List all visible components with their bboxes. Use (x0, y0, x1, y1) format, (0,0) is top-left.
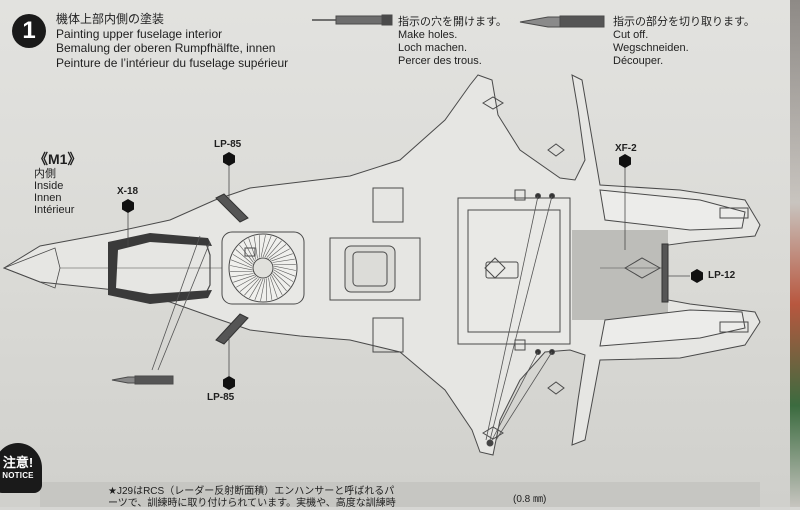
notice-text-line1: ★J29はRCS（レーダー反射断面積）エンハンサーと呼ばれるパ (108, 486, 396, 498)
notice-text: ★J29はRCS（レーダー反射断面積）エンハンサーと呼ばれるパ ーツで、訓練時に… (108, 486, 396, 510)
lift-fan (222, 232, 304, 304)
drill-size: (0.8 ㎜) (513, 490, 546, 505)
marker-lp85-top (223, 152, 235, 200)
nozzle-strip-lp12 (662, 244, 668, 302)
notice-badge: 注意! NOTICE (0, 443, 42, 493)
drill-bit-icon (312, 15, 392, 25)
marker-lp12 (668, 269, 703, 283)
marker-lp85-bottom (223, 336, 235, 390)
aft-shaded-xf2 (572, 230, 668, 320)
hobby-knife-small-icon (112, 376, 173, 384)
hobby-knife-icon (520, 16, 604, 27)
notice-text-line2: ーツで、訓練時に取り付けられています。実機や、高度な訓練時 (108, 498, 396, 510)
notice-badge-jp: 注意! (0, 452, 42, 471)
notice-badge-en: NOTICE (0, 471, 42, 480)
